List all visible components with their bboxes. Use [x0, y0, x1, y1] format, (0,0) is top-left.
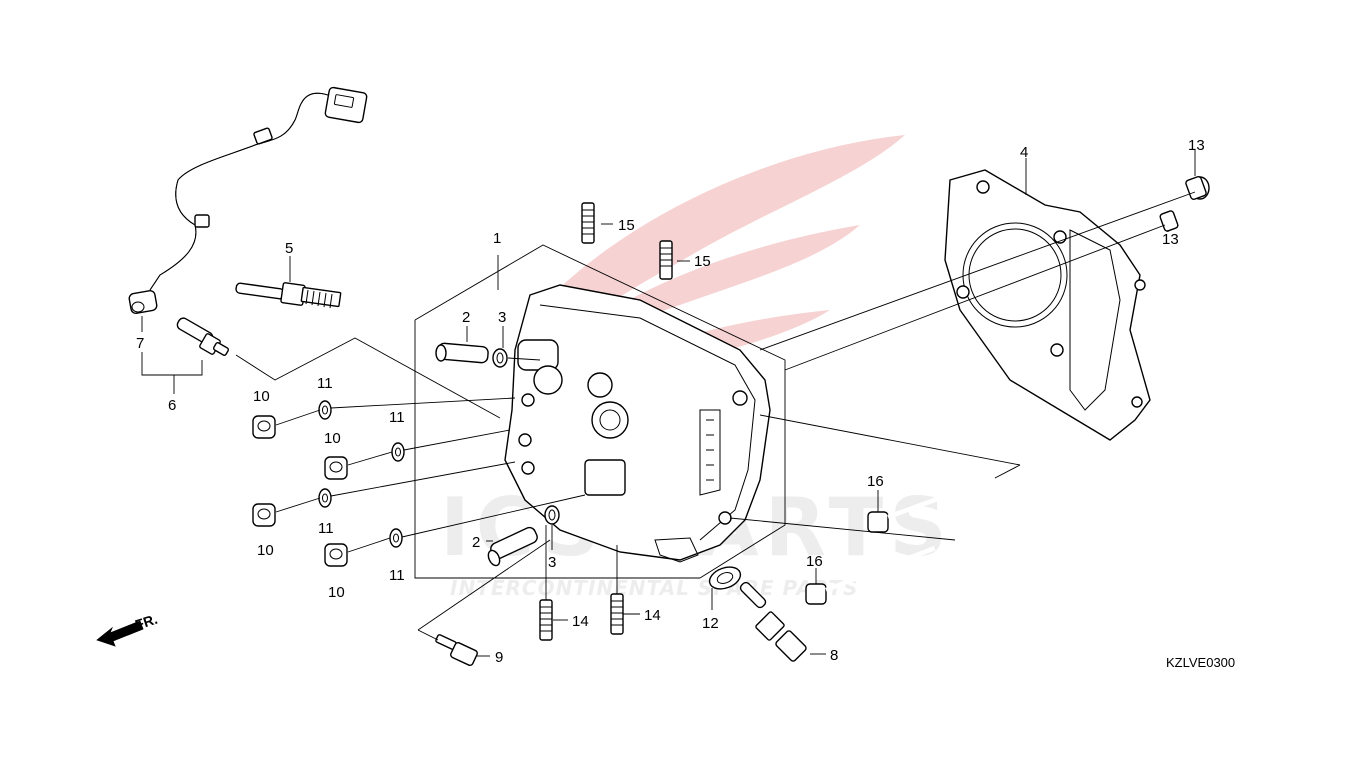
callout-2-lower: 2 — [472, 534, 480, 551]
stud-bolt-15-b — [659, 240, 673, 280]
callout-15-b: 15 — [694, 253, 711, 270]
long-bolt-16-b — [729, 517, 956, 605]
callout-leader-lines — [466, 223, 690, 621]
callout-11-a: 11 — [317, 375, 333, 392]
valve-guide-lower — [487, 526, 538, 567]
long-bolt-16-a — [759, 414, 1021, 533]
nut-10-d — [324, 543, 348, 567]
callout-12: 12 — [702, 615, 719, 632]
callout-3-lower: 3 — [548, 554, 556, 571]
washer-11-c — [318, 488, 332, 508]
head-gasket — [944, 169, 1151, 441]
stud-bolt-14-a — [539, 525, 553, 641]
cylinder-head — [504, 284, 771, 563]
callout-15-a: 15 — [618, 217, 635, 234]
washer-11-a — [318, 400, 332, 420]
washer-11-d — [389, 528, 403, 548]
callout-3-upper: 3 — [498, 309, 506, 326]
callout-16-b: 16 — [806, 553, 823, 570]
callout-11-b: 11 — [389, 409, 405, 426]
nut-10-c — [252, 503, 276, 527]
callout-14-a: 14 — [572, 613, 589, 630]
o-ring-upper — [492, 348, 508, 368]
watermark-wing-logo — [520, 135, 905, 410]
callout-11-c: 11 — [318, 520, 334, 537]
callout-11-d: 11 — [389, 567, 405, 584]
temperature-sensor-6 — [176, 317, 230, 356]
nut-10-b — [324, 456, 348, 480]
o-ring-lower — [544, 505, 560, 525]
assembly-frame — [414, 244, 786, 579]
nut-washer-leader-lines — [275, 397, 586, 553]
sealing-washer-12 — [708, 566, 742, 610]
callout-10-c: 10 — [257, 542, 274, 559]
spark-plug — [235, 256, 342, 309]
callout-7: 7 — [136, 335, 144, 352]
callout-2-upper: 2 — [462, 309, 470, 326]
callout-10-a: 10 — [253, 388, 270, 405]
front-direction-arrow: FR. — [96, 611, 159, 647]
sensor-wire-harness — [149, 86, 368, 291]
callout-10-b: 10 — [324, 430, 341, 447]
callout-8: 8 — [830, 647, 838, 664]
stud-bolt-15-a — [581, 202, 595, 244]
watermark-tagline: INTERCONTINENTAL SPARE PARTS — [450, 576, 858, 600]
front-label: FR. — [133, 611, 159, 633]
callout-16-a: 16 — [867, 473, 884, 490]
callout-5: 5 — [285, 240, 293, 257]
dowel-pin-top — [1185, 176, 1210, 200]
callout-9: 9 — [495, 649, 503, 666]
bracket-6-7 — [141, 337, 501, 419]
callout-14-b: 14 — [644, 607, 661, 624]
callout-1: 1 — [493, 230, 501, 247]
diagram-reference-code: KZLVE0300 — [1166, 655, 1235, 670]
callout-4: 4 — [1020, 144, 1028, 161]
callout-6: 6 — [168, 397, 176, 414]
valve-guide-upper — [435, 342, 489, 364]
dowel-pin-bottom — [1159, 210, 1179, 232]
sensor-connector-7 — [128, 289, 158, 332]
callout-13-bottom: 13 — [1162, 231, 1179, 248]
nut-10-a — [252, 415, 276, 439]
water-temp-sensor-8 — [739, 581, 826, 662]
callout-13-top: 13 — [1188, 137, 1205, 154]
washer-11-b — [391, 442, 405, 462]
flange-bolt-9 — [417, 539, 551, 667]
callout-10-d: 10 — [328, 584, 345, 601]
